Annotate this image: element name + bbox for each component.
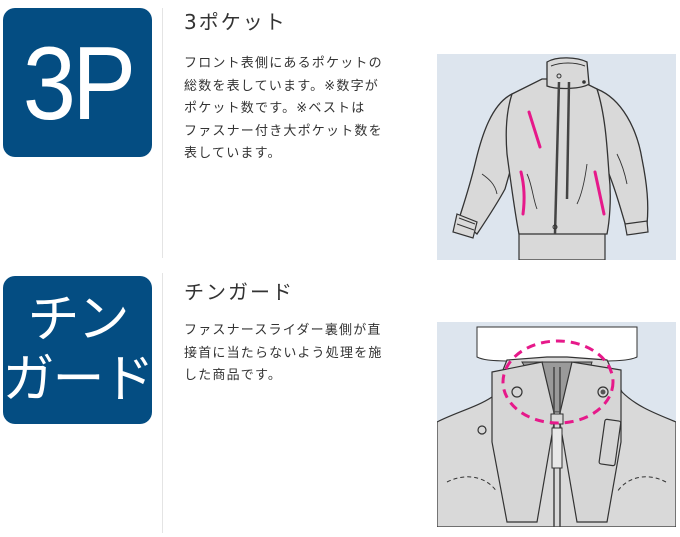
jacket-collar-icon: [437, 322, 676, 527]
three-pockets-badge-icon: 3P: [3, 8, 152, 157]
feature-description: ファスナースライダー裏側が直 接首に当たらないよう処理を施 した商品です。: [184, 320, 414, 388]
feature-title: チンガード: [184, 280, 294, 304]
jacket-icon: [437, 54, 676, 260]
feature-three-pockets: 3P 3ポケット フロント表側にあるポケットの 総数を表しています。※数字が ポ…: [0, 0, 680, 262]
description-line: 表しています。: [184, 146, 282, 161]
feature-chin-guard: チン ガード チンガード ファスナースライダー裏側が直 接首に当たらないよう処理…: [0, 268, 680, 537]
description-line: ポケット数です。※ベストは: [184, 101, 366, 116]
divider: [162, 273, 163, 533]
jacket-pockets-illustration: [437, 54, 676, 260]
badge-label-line: チン: [27, 290, 129, 350]
chin-guard-badge-icon: チン ガード: [2, 276, 155, 424]
feature-description: フロント表側にあるポケットの 総数を表しています。※数字が ポケット数です。※ベ…: [184, 53, 414, 166]
description-line: フロント表側にあるポケットの: [184, 56, 383, 71]
description-line: ファスナースライダー裏側が直: [184, 323, 382, 338]
description-line: 総数を表しています。※数字が: [184, 78, 380, 94]
badge-label-line: ガード: [2, 350, 155, 410]
description-line: 接首に当たらないよう処理を施: [184, 345, 383, 361]
chin-guard-illustration: [437, 322, 676, 527]
description-line: した商品です。: [184, 368, 283, 383]
divider: [162, 8, 163, 258]
badge-label: 3P: [22, 25, 136, 142]
feature-title: 3ポケット: [184, 10, 287, 34]
description-line: ファスナー付き大ポケット数を: [184, 123, 383, 139]
